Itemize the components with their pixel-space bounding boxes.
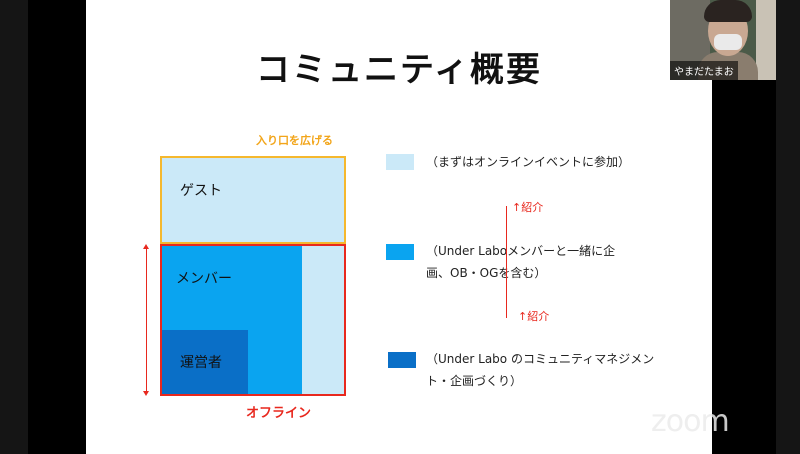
guest-box: ゲスト <box>160 156 346 244</box>
right-letterbox <box>776 0 800 454</box>
shared-slide: コミュニティ概要 入り口を広げる ゲスト メンバー 運営者 オフライン （まずは… <box>86 0 712 454</box>
left-letterbox <box>0 0 28 454</box>
legend-text-guest: （まずはオンラインイベントに参加） <box>426 155 631 169</box>
legend-text-member: （Under Laboメンバーと一緒に企画、OB・OGを含む） <box>426 244 616 280</box>
staff-box: 運営者 <box>162 330 248 394</box>
introduction-line <box>506 206 507 318</box>
staff-label: 運営者 <box>180 355 222 371</box>
legend-swatch-staff <box>388 352 416 368</box>
vertical-double-arrow <box>146 246 147 394</box>
legend-swatch-guest <box>386 154 414 170</box>
guest-label: ゲスト <box>180 183 222 199</box>
legend-text-staff: （Under Labo のコミュニティマネジメント・企画づくり） <box>426 352 655 388</box>
video-background-wall <box>756 0 776 80</box>
participant-hair <box>704 0 752 22</box>
member-box: メンバー 運営者 <box>162 246 302 394</box>
participant-name-label: やまだたまお <box>670 61 738 80</box>
arrow-up-icon <box>143 244 149 249</box>
participant-video-tile[interactable]: やまだたまお <box>670 0 776 80</box>
introduction-label-lower: ↑紹介 <box>518 310 550 323</box>
legend-swatch-member <box>386 244 414 260</box>
participant-mask <box>714 34 742 50</box>
introduction-label-upper: ↑紹介 <box>512 201 544 214</box>
offline-label: オフライン <box>246 406 312 421</box>
member-label: メンバー <box>176 271 232 287</box>
zoom-watermark-logo: zoom <box>651 404 730 439</box>
offline-region: メンバー 運営者 <box>160 244 346 396</box>
expand-entrance-label: 入り口を広げる <box>256 134 333 147</box>
arrow-down-icon <box>143 391 149 396</box>
slide-title: コミュニティ概要 <box>256 50 542 90</box>
